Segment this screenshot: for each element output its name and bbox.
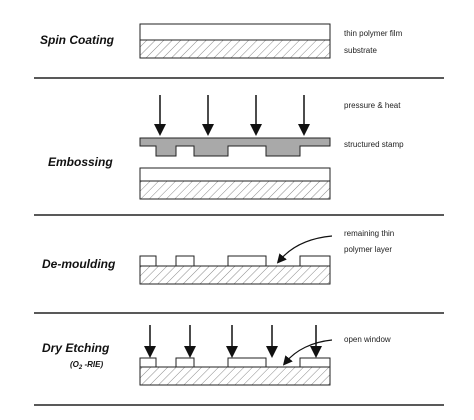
substrate-dry-etching xyxy=(139,366,331,386)
polymer-block xyxy=(139,357,157,368)
annotation-remaining-line1: remaining thin xyxy=(344,229,394,238)
step-label-spin-coating: Spin Coating xyxy=(40,33,115,47)
pressure-arrows xyxy=(154,95,310,136)
annotation-substrate: substrate xyxy=(344,46,377,55)
pointer-arrow-icon xyxy=(282,339,333,366)
step-label-dry-etching: Dry Etching xyxy=(42,341,110,355)
step-embossing: Embossing pressure & heat structured sta… xyxy=(48,95,404,200)
thin-polymer-film xyxy=(139,23,331,41)
step-spin-coating: Spin Coating thin polymer film substrate xyxy=(40,23,403,59)
pointer-arrow-icon xyxy=(276,235,333,264)
annotation-open-window: open window xyxy=(344,335,391,344)
step-label-embossing: Embossing xyxy=(48,155,113,169)
annotation-pressure: pressure & heat xyxy=(344,101,401,110)
annotation-thin-film: thin polymer film xyxy=(344,29,403,38)
etched-polymer-blocks xyxy=(139,357,331,368)
patterned-polymer xyxy=(139,255,331,267)
polymer-block xyxy=(227,357,267,368)
sub-label-o2-rie: (O2 -RIE) xyxy=(70,360,103,371)
polymer-film-embossing xyxy=(139,167,331,182)
annotation-remaining-line2: polymer layer xyxy=(344,245,392,254)
substrate-embossing xyxy=(139,180,331,200)
substrate-demoulding xyxy=(139,265,331,285)
annotation-stamp: structured stamp xyxy=(344,140,404,149)
structured-stamp xyxy=(139,137,331,157)
substrate-spin xyxy=(139,39,331,59)
polymer-block xyxy=(175,357,195,368)
etch-arrows xyxy=(144,325,322,358)
step-label-demoulding: De-moulding xyxy=(42,257,116,271)
step-dry-etching: Dry Etching (O2 -RIE) open window xyxy=(42,325,391,386)
step-demoulding: De-moulding remaining thin polymer layer xyxy=(42,229,394,285)
polymer-block xyxy=(299,357,331,368)
